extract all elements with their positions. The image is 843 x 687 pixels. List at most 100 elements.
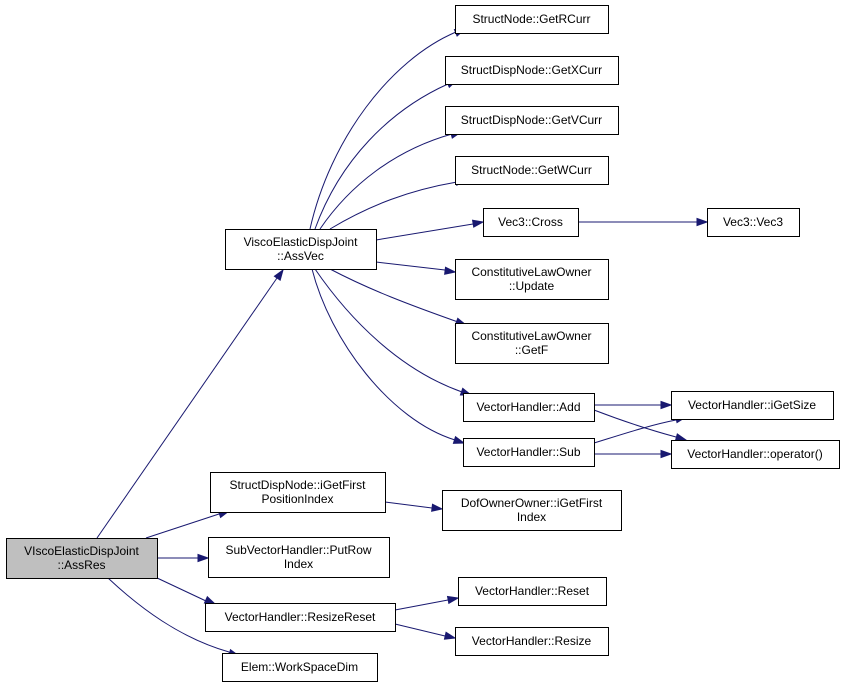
node-label: StructDispNode::GetVCurr [461, 113, 602, 127]
node-label: Index [284, 557, 313, 571]
node-box [442, 490, 622, 531]
node-box [458, 577, 607, 606]
edge-vh_sub-to-vh_igetsize [593, 419, 677, 444]
node-label: StructNode::GetRCurr [472, 12, 590, 26]
edge-sdn_igetfirst-to-doo_igetfirst [384, 501, 433, 509]
node-vh-operator[interactable]: VectorHandler::operator() [671, 440, 840, 469]
arrowhead-svh_putrow [197, 553, 210, 563]
edge-assvec-to-getrcurr [309, 31, 457, 230]
node-box [483, 208, 579, 237]
edge-assvec-to-getxcurr [314, 83, 449, 230]
arrowhead-vec3 [696, 217, 709, 227]
node-box [463, 438, 595, 467]
edge-assres-to-vh_resizereset [154, 576, 207, 602]
arrowhead-vh_igetsize [660, 400, 673, 410]
arrowhead-clo_update [444, 266, 457, 275]
node-vh-sub[interactable]: VectorHandler::Sub [463, 438, 595, 467]
edge-assres-to-sdn_igetfirst [145, 513, 220, 539]
node-label: SubVectorHandler::PutRow [225, 543, 371, 557]
node-box [455, 5, 609, 34]
node-vh-add[interactable]: VectorHandler::Add [463, 393, 595, 422]
node-label: ConstitutiveLawOwner [471, 265, 591, 279]
node-box [455, 259, 609, 300]
node-label: VectorHandler::operator() [687, 447, 822, 461]
node-vh-resizereset[interactable]: VectorHandler::ResizeReset [205, 603, 396, 632]
node-box [225, 229, 377, 270]
node-label: ConstitutiveLawOwner [471, 329, 591, 343]
edge-assvec-to-getwcurr [329, 181, 458, 230]
node-box [671, 391, 834, 420]
node-label: ViscoElasticDispJoint [244, 235, 358, 249]
edge-assvec-to-cross [375, 223, 474, 241]
edge-assres-to-elem_wsdim [107, 577, 230, 653]
edge-assvec-to-getvcurr [319, 133, 453, 230]
node-label: VIscoElasticDispJoint [24, 544, 139, 558]
node-getrcurr[interactable]: StructNode::GetRCurr [455, 5, 609, 34]
arrowhead-cross [471, 219, 485, 228]
edge-vh_resizereset-to-vh_resize [394, 623, 446, 637]
node-vh-resize[interactable]: VectorHandler::Resize [455, 627, 609, 656]
node-label: DofOwnerOwner::iGetFirst [461, 496, 603, 510]
arrowhead-vh_reset [446, 595, 460, 605]
node-box [455, 156, 609, 185]
node-vh-igetsize[interactable]: VectorHandler::iGetSize [671, 391, 834, 420]
node-box [6, 538, 158, 579]
node-clo-getf[interactable]: ConstitutiveLawOwner::GetF [455, 323, 609, 364]
edge-vh_resizereset-to-vh_reset [394, 599, 449, 611]
edge-assvec-to-vh_add [314, 268, 463, 393]
node-cross[interactable]: Vec3::Cross [483, 208, 579, 237]
node-box [222, 653, 378, 682]
node-label: VectorHandler::Reset [475, 584, 590, 598]
arrowhead-assvec [273, 268, 284, 282]
arrowhead-vh_resize [443, 631, 457, 640]
node-label: ::AssRes [57, 558, 105, 572]
node-box [445, 56, 619, 85]
node-label: ::Update [509, 279, 555, 293]
edge-assvec-to-vh_sub [311, 268, 456, 441]
node-label: VectorHandler::Sub [476, 445, 580, 459]
node-getwcurr[interactable]: StructNode::GetWCurr [455, 156, 609, 185]
node-clo-update[interactable]: ConstitutiveLawOwner::Update [455, 259, 609, 300]
nodes: VIscoElasticDispJoint::AssRes ViscoElasti… [6, 5, 840, 682]
edge-vh_add-to-vh_operator [593, 409, 677, 438]
node-box [210, 472, 386, 513]
arrowhead-vh_operator [674, 433, 688, 442]
node-label: StructDispNode::GetXCurr [461, 63, 602, 77]
node-box [208, 537, 390, 578]
arrowhead-vh_operator [660, 449, 673, 459]
node-label: Vec3::Vec3 [723, 215, 783, 229]
edge-assres-to-assvec [96, 277, 278, 539]
node-label: Vec3::Cross [498, 215, 563, 229]
node-getxcurr[interactable]: StructDispNode::GetXCurr [445, 56, 619, 85]
node-label: ::GetF [515, 343, 548, 357]
node-label: VectorHandler::Resize [472, 634, 592, 648]
node-label: Index [517, 510, 546, 524]
node-box [671, 440, 840, 469]
node-label: ::AssVec [277, 249, 324, 263]
node-label: VectorHandler::Add [476, 400, 580, 414]
node-box [455, 627, 609, 656]
arrowhead-doo_igetfirst [431, 503, 444, 512]
edge-assvec-to-clo_getf [329, 268, 459, 323]
node-label: VectorHandler::ResizeReset [225, 610, 376, 624]
node-elem-wsdim[interactable]: Elem::WorkSpaceDim [222, 653, 378, 682]
node-label: StructDispNode::iGetFirst [229, 478, 366, 492]
node-vh-reset[interactable]: VectorHandler::Reset [458, 577, 607, 606]
node-label: VectorHandler::iGetSize [688, 398, 816, 412]
node-box [445, 106, 619, 135]
node-box [455, 323, 609, 364]
node-assres[interactable]: VIscoElasticDispJoint::AssRes [6, 538, 158, 579]
node-getvcurr[interactable]: StructDispNode::GetVCurr [445, 106, 619, 135]
node-label: Elem::WorkSpaceDim [241, 660, 358, 674]
node-label: PositionIndex [261, 492, 333, 506]
node-label: StructNode::GetWCurr [471, 163, 592, 177]
edge-assvec-to-clo_update [375, 261, 446, 271]
node-assvec[interactable]: ViscoElasticDispJoint::AssVec [225, 229, 377, 270]
node-vec3[interactable]: Vec3::Vec3 [707, 208, 800, 237]
node-box [707, 208, 800, 237]
node-box [205, 603, 396, 632]
